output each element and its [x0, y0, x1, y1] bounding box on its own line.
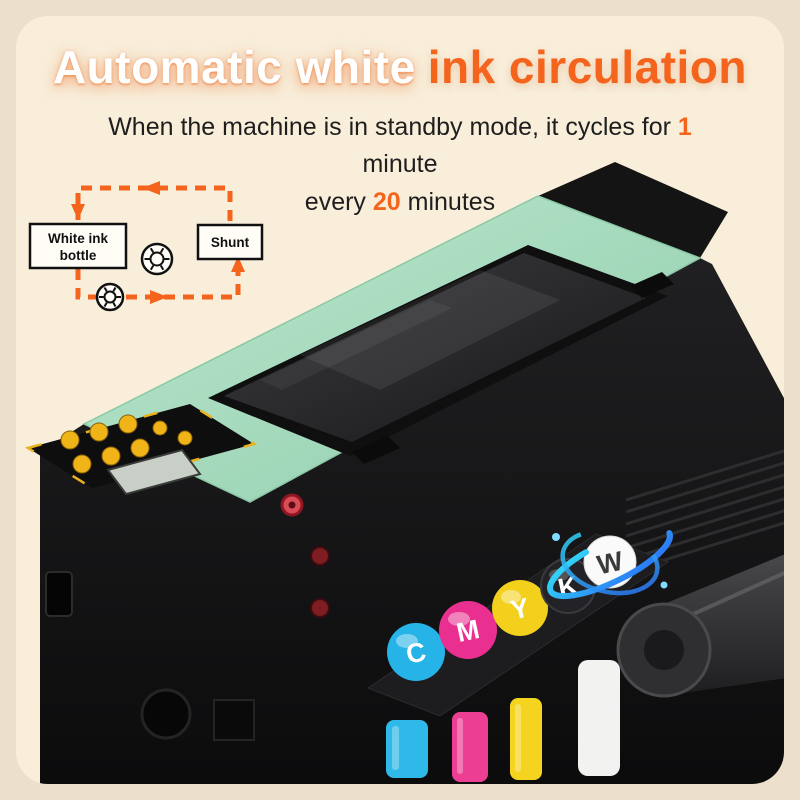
illustration: White ink bottle Shunt — [24, 162, 784, 784]
pump-icon-hub — [103, 290, 117, 304]
arrowhead-right-icon — [150, 290, 168, 304]
vent-line — [625, 461, 784, 514]
arrowhead-down-icon — [71, 204, 85, 220]
panel-button — [101, 446, 121, 466]
subtitle-text: minutes — [400, 187, 496, 216]
panel-button — [177, 430, 193, 446]
cap-highlight — [448, 612, 470, 626]
shunt-box — [196, 223, 264, 261]
panel-button — [118, 414, 138, 434]
lcd-screen — [106, 448, 202, 496]
bottle-shine — [515, 704, 521, 772]
pump-icon-ring — [140, 242, 174, 276]
ink-station: C M Y K W — [366, 524, 673, 782]
vent-line — [625, 449, 784, 502]
panel-button — [89, 422, 109, 442]
window-streak — [260, 300, 452, 390]
title-part-white: Automatic white — [52, 41, 416, 93]
pink-button-center — [288, 501, 296, 509]
maroon-button-2 — [310, 598, 330, 618]
ink-bottle-cyan — [386, 720, 428, 778]
connector-port — [45, 571, 73, 617]
pump-icon — [95, 282, 125, 312]
printer-illustration: C M Y K W — [24, 162, 784, 784]
swirl-sparkle — [660, 581, 668, 589]
pump-icon-2 — [140, 242, 174, 276]
printer-body — [40, 258, 784, 784]
ink-bottle-magenta — [452, 712, 488, 782]
shunt-label: Shunt — [211, 235, 250, 250]
bottle-shine — [392, 726, 399, 770]
panel-button — [130, 438, 150, 458]
white-ink-bottle-label-line2: bottle — [60, 248, 97, 263]
white-ink-bottle-box — [28, 222, 128, 270]
swirl-ring-2 — [560, 528, 660, 596]
pump-icon-hub — [149, 251, 165, 267]
panel-button — [72, 454, 92, 474]
cap-highlight — [396, 634, 418, 648]
arrowhead-up-icon — [231, 256, 245, 272]
ink-bottle-yellow — [510, 698, 542, 780]
control-panel — [24, 402, 258, 496]
roller-highlight — [679, 571, 784, 622]
printer-window — [208, 245, 668, 456]
cabinet-knob — [140, 688, 192, 740]
panel-button — [60, 430, 80, 450]
swirl-sparkle — [552, 533, 560, 541]
pump-icon-spokes — [144, 247, 170, 271]
window-reflection — [300, 270, 560, 390]
control-buttons — [60, 414, 193, 474]
window-glass — [224, 253, 646, 442]
ink-cap-k — [540, 558, 596, 614]
ink-label-y: Y — [508, 592, 532, 625]
subtitle: When the machine is in standby mode, it … — [70, 109, 730, 222]
card-background: White ink bottle Shunt — [16, 16, 784, 784]
printer-back-panel — [538, 162, 728, 258]
subtitle-text: minute — [362, 150, 438, 179]
title-part-orange: ink circulation — [427, 41, 748, 93]
subtitle-text: every — [304, 187, 373, 216]
vent-line — [625, 485, 784, 538]
ink-cap-y — [492, 580, 548, 636]
swirl-effect — [547, 524, 673, 600]
media-roller — [616, 554, 784, 698]
bottle-shine — [457, 718, 463, 774]
ink-cap-m — [439, 601, 497, 659]
swirl-ring-1 — [547, 524, 673, 600]
vent-line — [625, 497, 784, 550]
panel-button — [152, 420, 168, 436]
vent-line — [625, 509, 784, 562]
power-buttons — [280, 493, 330, 618]
deck-clip-right — [630, 272, 674, 298]
ink-bottles — [386, 660, 620, 782]
deck-clip-center — [352, 436, 400, 464]
white-ink-bottle-label-line1: White ink — [48, 231, 108, 246]
pump-icon-ring — [95, 282, 125, 312]
subtitle-text: When the machine is in standby mode, it … — [108, 112, 678, 141]
ink-bottle-white — [578, 660, 620, 776]
subtitle-number-1: 1 — [677, 112, 692, 141]
vent-line — [625, 473, 784, 526]
cap-highlight — [501, 590, 521, 604]
subtitle-number-2: 20 — [372, 187, 401, 216]
pump-icon-spokes — [99, 286, 121, 308]
circulation-diagram: White ink bottle Shunt — [28, 181, 264, 312]
maroon-button-1 — [310, 546, 330, 566]
arrowhead-left-icon — [142, 181, 160, 195]
roller-hub — [644, 630, 684, 670]
ink-cap-c — [387, 623, 445, 681]
cabinet-vent — [213, 699, 255, 741]
left-cabinet — [45, 571, 255, 741]
